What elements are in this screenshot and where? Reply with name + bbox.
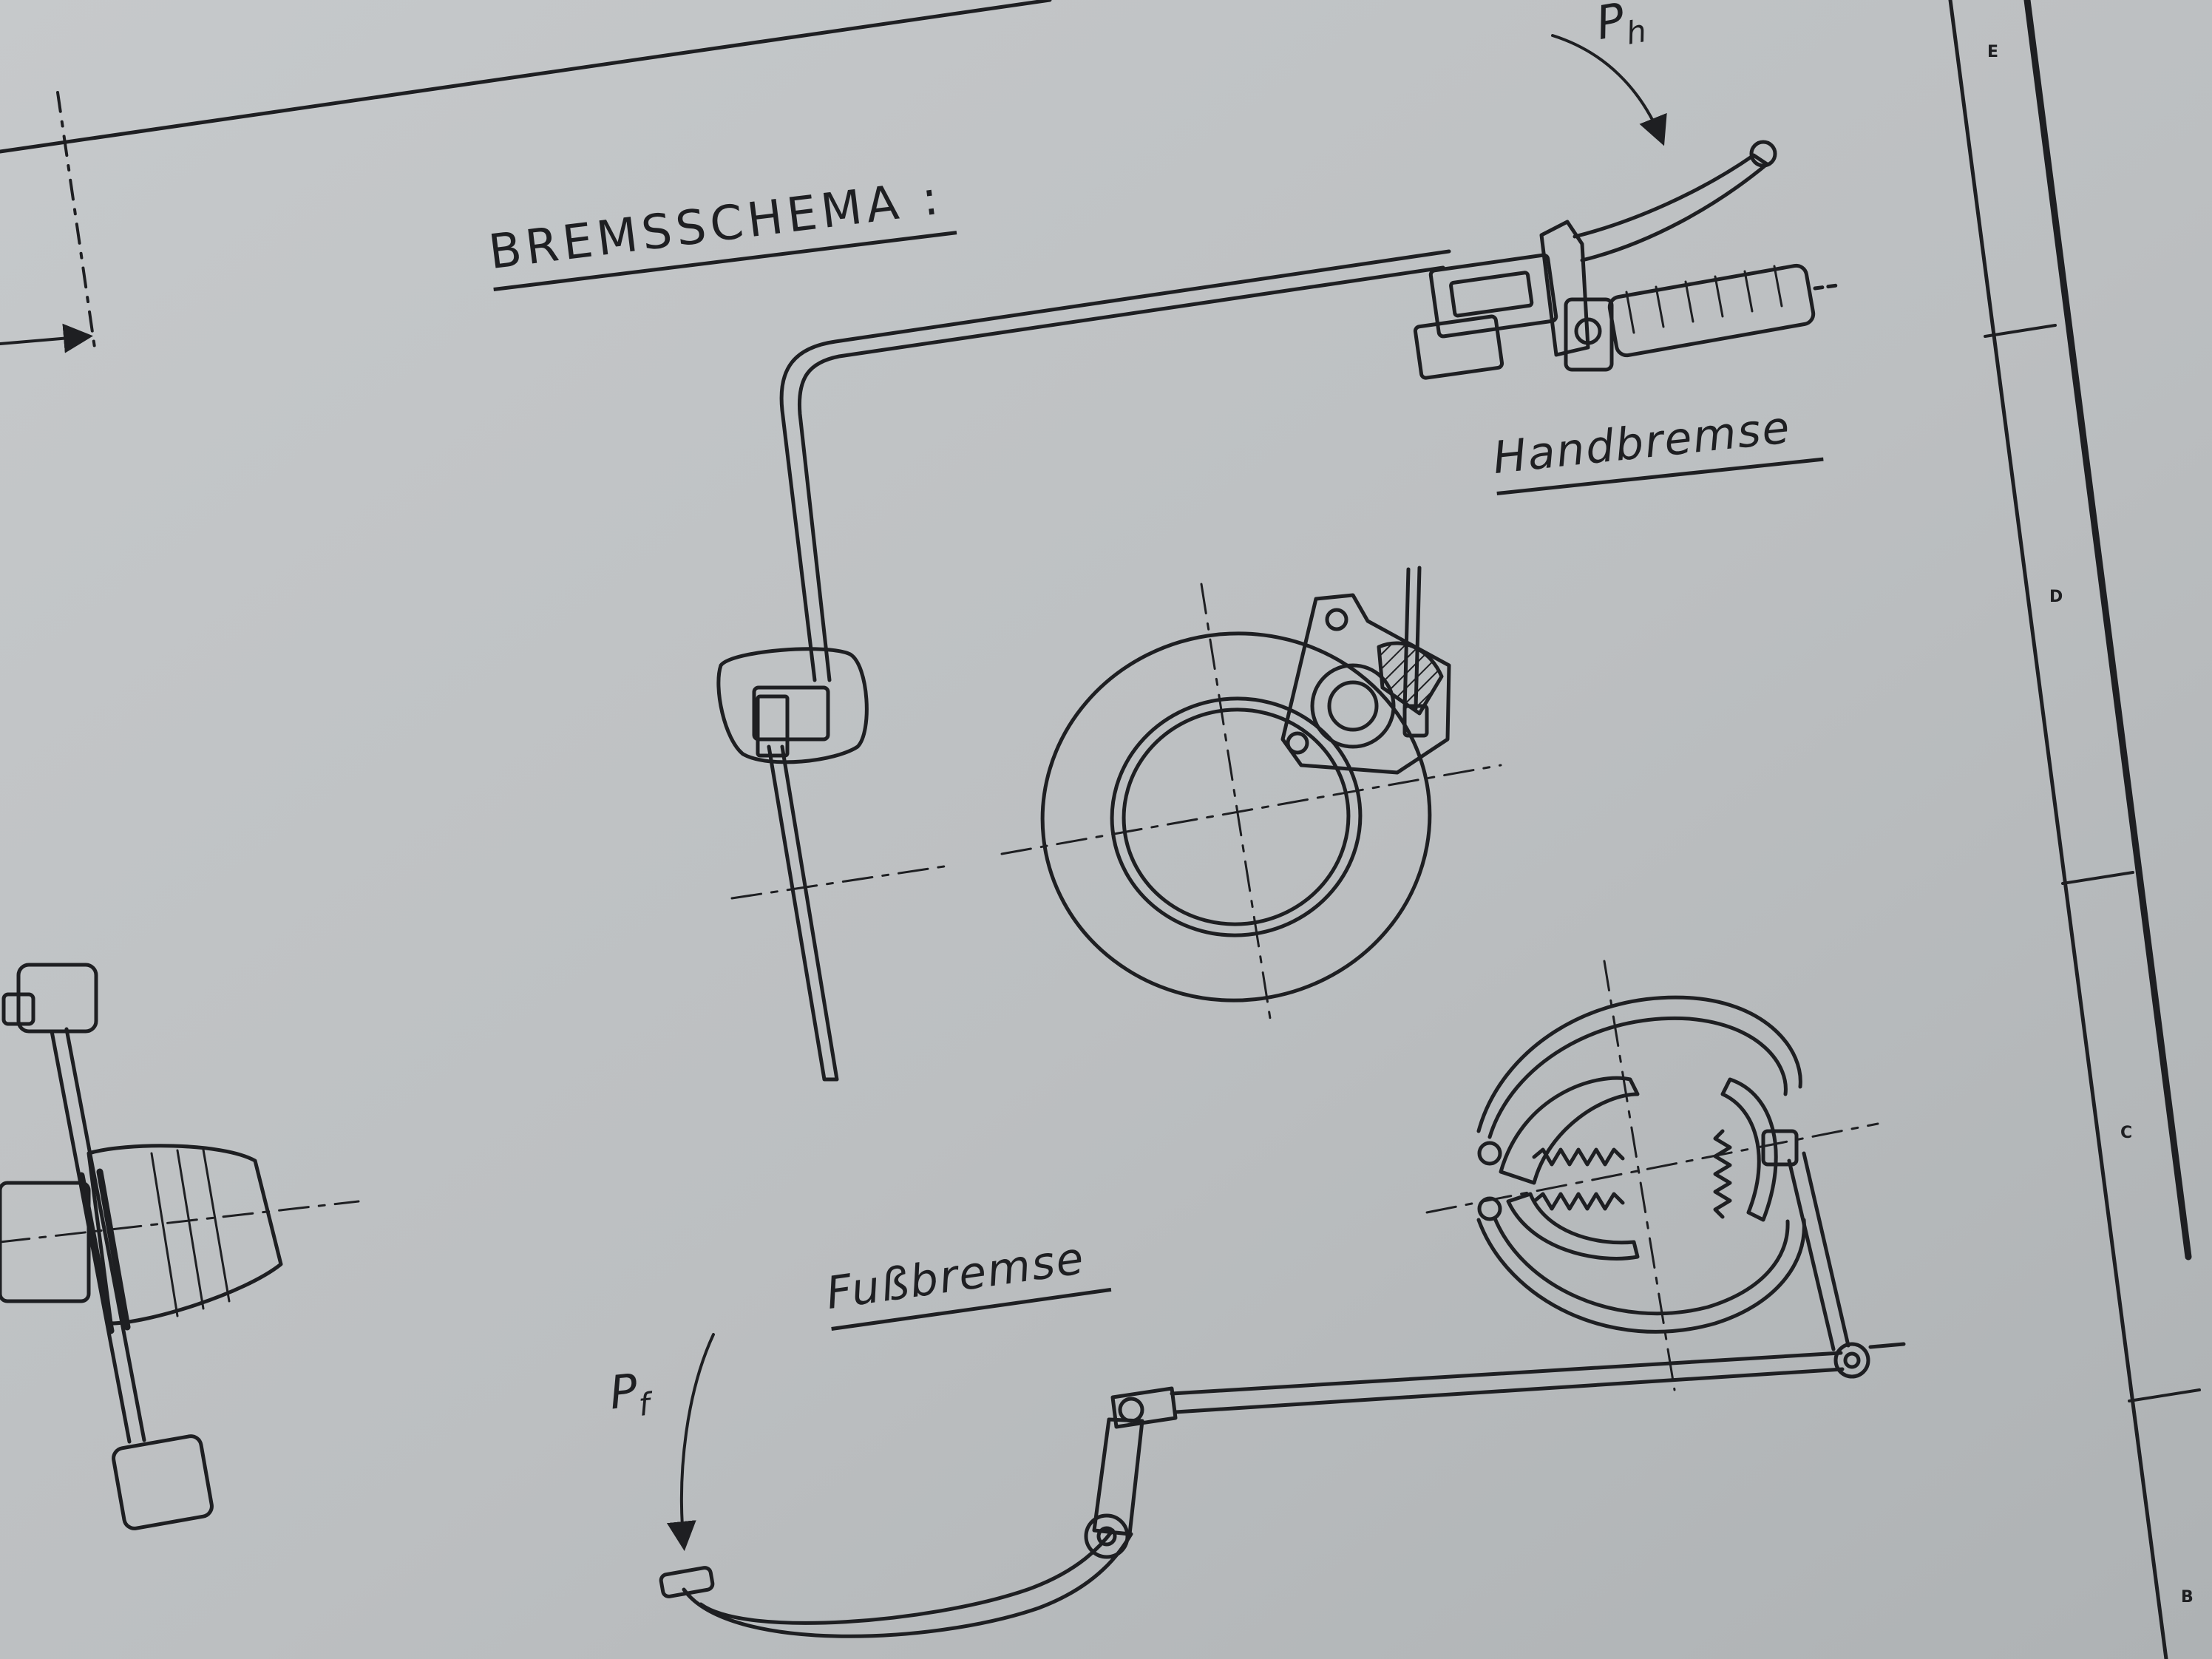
drum-brake [1476,995,1806,1334]
disc-centerlines [730,583,1502,1029]
disc-brake [1040,566,1451,1002]
drum-centerlines [1425,960,1879,1391]
foot-force-arrow [666,1333,715,1551]
margin-mark-e: E [1987,43,1999,61]
hand-force-arrow [1551,34,1667,146]
brake-line-down [767,744,839,1082]
master-cylinder [716,647,869,764]
hand-brake-cable [779,249,1451,682]
margin-mark-d: D [2049,588,2063,606]
headlamp-fork-assembly [0,963,360,1530]
foot-brake-linkage [659,1151,1906,1638]
dimension-line [0,91,96,353]
hand-force-symbol: Ph [1592,0,1649,56]
foot-force-symbol: Pf [607,1362,651,1425]
margin-mark-c: C [2120,1124,2133,1142]
foot-force-letter: P [606,1363,640,1420]
margin-mark-b: B [2181,1588,2194,1607]
hand-lever-assembly [1413,140,1839,380]
